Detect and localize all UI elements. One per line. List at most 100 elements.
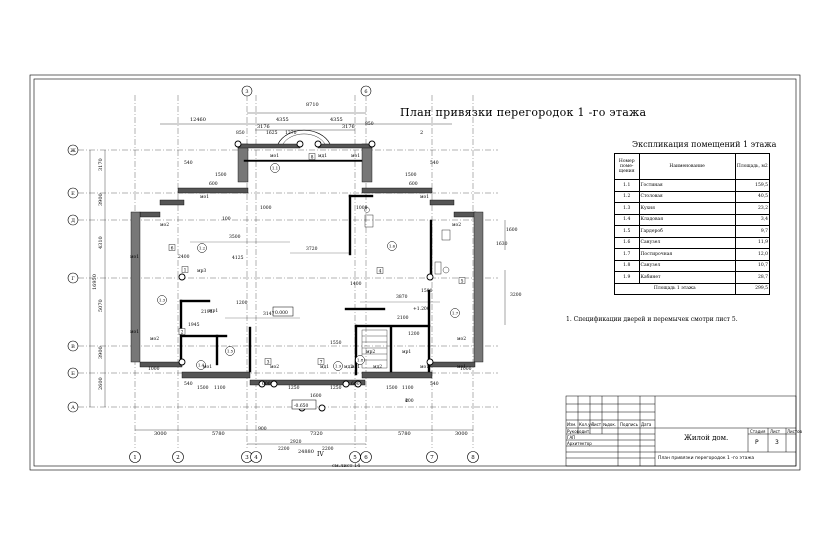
- dim-inner: 1550: [330, 340, 342, 346]
- door-mark: мд1: [318, 153, 327, 159]
- dim-inner: 600: [209, 181, 218, 187]
- column: [178, 273, 186, 281]
- door-mark: мо1: [420, 364, 429, 370]
- dim-top-overall: 12460: [190, 117, 206, 123]
- tb-stage: Р: [755, 439, 759, 446]
- explication-cell-name: Гостиная: [638, 179, 736, 192]
- room-tag: 1.4: [198, 363, 205, 368]
- dim-left: 3900: [98, 193, 104, 206]
- dim-top-mid: 8710: [306, 102, 319, 108]
- axis-bubble-bottom: [360, 451, 372, 463]
- room-tag: 1.6: [389, 244, 396, 249]
- explication-cell-name: Санузел: [638, 259, 736, 272]
- door-num-box: [178, 328, 186, 335]
- dim-bottom: 5780: [398, 431, 411, 437]
- door-num-box: [376, 267, 384, 274]
- door-mark: мр3: [197, 268, 206, 274]
- explication-cell-num: 1.3: [614, 202, 640, 215]
- explication-cell-num: 1.2: [614, 190, 640, 203]
- axis-label-left: В: [71, 344, 75, 350]
- door-mark: мо1: [130, 329, 139, 335]
- axis-label-left: Е: [71, 191, 75, 197]
- dim-inner: 850: [365, 121, 374, 127]
- explication-cell-name: Санузел: [638, 236, 736, 249]
- room-tag-circle: [270, 163, 280, 173]
- tb-sheet-label: Лист: [770, 429, 781, 434]
- inner-frame: [33, 78, 797, 467]
- dim-left: 4310: [98, 236, 104, 249]
- dim-bottom-overall: 24880: [298, 449, 314, 455]
- door-mark: мо1: [351, 364, 360, 370]
- column: [318, 404, 326, 412]
- dim-inner: 600: [262, 381, 271, 387]
- total-value: 299,5: [734, 282, 771, 295]
- explication-cell-num: 1.6: [614, 236, 640, 249]
- explication-cell-num: 1.5: [614, 225, 640, 238]
- room-tag-circle: [225, 346, 235, 356]
- column: [314, 140, 322, 148]
- door-mark: мд1: [320, 364, 329, 370]
- dim-inner: 1000: [148, 366, 160, 372]
- axis-label-bottom: 8: [471, 455, 475, 461]
- dim-inner: 1370: [285, 130, 297, 136]
- room-tag: 1.7: [452, 311, 459, 316]
- dim-bottom: 7320: [310, 431, 323, 437]
- axis-bubble-top: [360, 85, 372, 97]
- explication-cell-num: 1.1: [614, 179, 640, 192]
- room-tag: 1.9: [335, 364, 342, 369]
- explication-cell-name: Столовая: [638, 190, 736, 203]
- dim-inner: 1400: [350, 281, 362, 287]
- dim-left-overall: 16950: [92, 274, 98, 290]
- axis-bubble-top: [241, 85, 253, 97]
- axis-bubble-left: [67, 340, 79, 352]
- dim-inner: 1630: [496, 241, 508, 247]
- door-mark: мо2: [457, 336, 466, 342]
- explication-cell-num: 1.7: [614, 248, 640, 261]
- column: [296, 140, 304, 148]
- axis-label-top: 3: [245, 89, 248, 95]
- explication-cell-area: 10,7: [734, 259, 771, 272]
- door-num: 4: [379, 269, 382, 275]
- room-tag-circle: [387, 241, 397, 251]
- door-num-box: [458, 277, 466, 284]
- title-block: [565, 395, 797, 467]
- explication-cell-area: 3,4: [734, 213, 771, 226]
- axis-label-top: 6: [364, 89, 367, 95]
- dim-inner: 3200: [510, 292, 522, 298]
- axis-bubble-bottom: [467, 451, 479, 463]
- axis-label-bottom: 3: [245, 455, 249, 461]
- tb-col-5: Дата: [641, 422, 652, 427]
- axis-label-bottom: 1: [133, 455, 137, 461]
- door-mark: мо2: [160, 222, 169, 228]
- axis-bubble-bottom: [172, 451, 184, 463]
- axis-bubble-bottom: [426, 451, 438, 463]
- explication-cell-name: Гардероб: [638, 225, 736, 238]
- axis-bubble-left: [67, 214, 79, 226]
- axis-label-left: А: [71, 405, 75, 411]
- axis-bubble-left: [67, 401, 79, 413]
- explication-cell-name: Постирочная: [638, 248, 736, 261]
- dim-inner: 600: [409, 181, 418, 187]
- dim-inner: 3720: [306, 246, 318, 252]
- explication-cell-name: Кладовая: [638, 213, 736, 226]
- dim-inner: 1250: [330, 385, 342, 391]
- level-1: -0.650: [294, 403, 309, 409]
- bay-window-arc: [277, 129, 331, 145]
- level-2: +1.200: [413, 306, 430, 312]
- tb-col-3: №док.: [603, 422, 617, 427]
- dim-inner: 1100: [214, 385, 226, 391]
- room-tag-circle: [450, 308, 460, 318]
- door-num-box: [308, 153, 316, 160]
- explication-cell-num: 1.8: [614, 259, 640, 272]
- door-mark: мр1: [402, 349, 411, 355]
- axis-label-left: Д: [71, 218, 75, 224]
- explication-table: Номер поме- щения Наименование Площадь, …: [614, 153, 771, 295]
- door-num: 2: [181, 330, 184, 336]
- dim-inner: 3500: [229, 234, 241, 240]
- col-name-header: Наименование: [638, 153, 736, 180]
